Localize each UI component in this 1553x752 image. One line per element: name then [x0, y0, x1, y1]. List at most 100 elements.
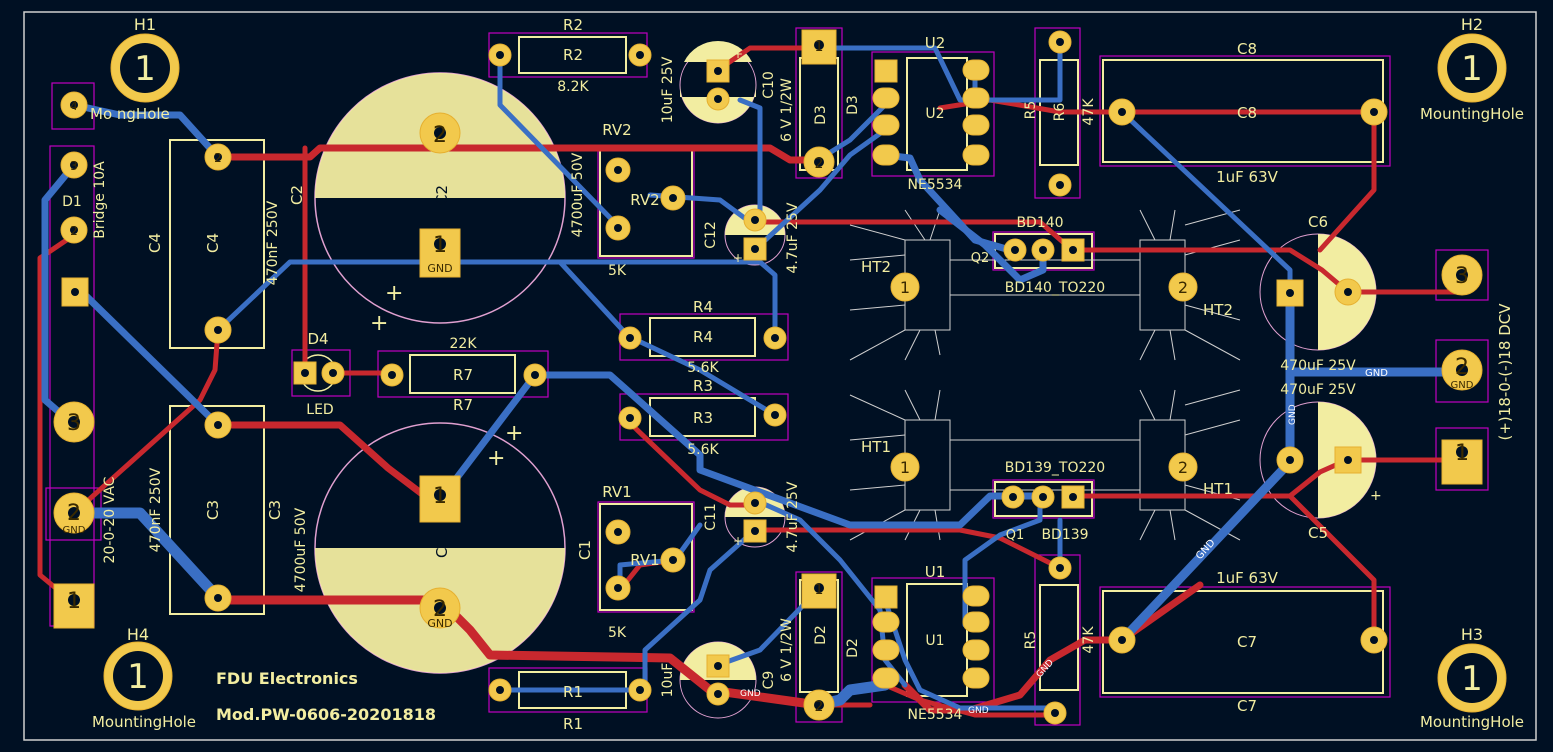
net-label-gnd-c9: GND — [740, 689, 761, 699]
input-pad-3: 3 — [67, 411, 81, 436]
mounting-hole-h4-label: MountingHole — [92, 713, 196, 731]
u1-value: NE5534 — [908, 707, 963, 723]
ht2-pad-2: 2 — [1178, 278, 1188, 297]
r6-ref: R6 — [1052, 103, 1068, 122]
c2-pad-2: 2 — [433, 123, 447, 148]
mounting-hole-h4[interactable]: 1 H4 MountingHole — [92, 625, 196, 731]
r1-body: R1 — [563, 683, 583, 701]
rv2-value: 5K — [608, 263, 627, 279]
d3-body: D3 — [813, 105, 829, 125]
input-pad-2: 2 — [67, 501, 81, 526]
input-pad-gnd: GND — [63, 525, 86, 536]
c5-value: 470uF 25V — [1280, 382, 1356, 398]
q1-ref: Q1 — [1006, 528, 1025, 543]
u2-value: NE5534 — [908, 177, 963, 193]
net-label-gnd-output: GND — [1365, 368, 1388, 379]
c5-plus-mark: + — [1370, 488, 1382, 504]
c3-ref: C3 — [266, 500, 284, 520]
r3-value: 5.6K — [687, 442, 719, 458]
c1-pad-2: 2 — [433, 597, 447, 622]
r7-ref: R7 — [453, 396, 473, 414]
r6-value: 47K — [1081, 98, 1097, 126]
c9-value: 10uF — [660, 663, 676, 698]
d2-body: D2 — [813, 625, 829, 645]
c1-value: 4700uF 50V — [293, 507, 309, 592]
c11-plus-mark: + — [733, 534, 743, 548]
d1-value: Bridge 10A — [92, 161, 108, 239]
c8-value: 1uF 63V — [1216, 168, 1279, 186]
d4-ref: D4 — [307, 330, 328, 348]
mounting-hole-h1-label: Mo ngHole — [90, 105, 170, 123]
output-pad-2: 2 — [1455, 355, 1469, 380]
output-pad-gnd: GND — [1451, 380, 1474, 391]
d4-value: LED — [306, 402, 333, 418]
r4-value: 5.6K — [687, 360, 719, 376]
mounting-hole-h2-ref: H2 — [1461, 15, 1483, 34]
d1-pad-3: 3 — [70, 159, 78, 173]
r5-value: 47K — [1081, 626, 1097, 654]
mounting-hole-h1-num: 1 — [134, 49, 156, 89]
r2-body: R2 — [563, 46, 583, 64]
c8-ref: C8 — [1237, 40, 1257, 58]
u1-ref: U1 — [925, 563, 946, 581]
mounting-hole-h3-label: MountingHole — [1420, 713, 1524, 731]
d2-pad-1: 1 — [815, 582, 824, 598]
net-label-gnd-c5: GND — [1288, 404, 1298, 425]
q2-ref: Q2 — [971, 251, 990, 266]
ht1-ref: HT1 — [861, 438, 891, 456]
c10-ref: C10 — [761, 71, 777, 99]
output-connector-label: (+)18-0-(-)18 DCV — [1496, 303, 1514, 441]
pads — [53, 29, 1483, 725]
output-pad-3: 3 — [1455, 264, 1469, 289]
mounting-hole-h1-ref: H1 — [134, 15, 156, 34]
ht1-pad-2: 2 — [1178, 458, 1188, 477]
r2-value: 8.2K — [557, 79, 589, 95]
q2-value: BD140 — [1016, 215, 1063, 231]
mounting-hole-h3-num: 1 — [1461, 659, 1483, 699]
r7-body: R7 — [453, 366, 473, 384]
mounting-hole-h3[interactable]: 1 H3 MountingHole — [1420, 625, 1524, 731]
c5-ref: C5 — [1308, 524, 1328, 542]
c4-body: C4 — [204, 233, 222, 253]
d1-pad-4: 4 — [70, 99, 78, 113]
c7-value: 1uF 63V — [1216, 569, 1279, 587]
board-outline — [23, 11, 1537, 741]
mounting-hole-h2-label: MountingHole — [1420, 105, 1524, 123]
r3-body: R3 — [693, 409, 713, 427]
mounting-hole-h4-ref: H4 — [127, 625, 149, 644]
r4-body: R4 — [693, 328, 713, 346]
ht1-body: HT1 — [1203, 480, 1233, 498]
c2-ref: C2 — [288, 185, 306, 205]
c7-body: C7 — [1237, 633, 1257, 651]
mounting-hole-h2[interactable]: 1 H2 MountingHole — [1420, 15, 1524, 123]
rv2-ref: RV2 — [602, 121, 631, 139]
c4-pad-2: 2 — [214, 151, 222, 165]
c9-ref: C9 — [761, 671, 777, 690]
ht2-pad-1: 1 — [900, 278, 910, 297]
r5-top-ref: R5 — [1023, 101, 1039, 120]
c1-body: C1 — [433, 538, 451, 558]
mounting-hole-h2-num: 1 — [1461, 49, 1483, 89]
c3-body: C3 — [204, 500, 222, 520]
c12-plus-mark: + — [733, 251, 743, 265]
c6-ref: C6 — [1308, 213, 1328, 231]
d2-ref: D2 — [845, 638, 861, 658]
r4-ref: R4 — [693, 298, 713, 316]
rv1-value: 5K — [608, 625, 627, 641]
mounting-hole-h3-ref: H3 — [1461, 625, 1483, 644]
net-label-gnd-u1: GND — [968, 706, 989, 716]
d3-pad-2: 2 — [815, 156, 824, 172]
mounting-hole-h1[interactable]: 1 H1 — [110, 15, 180, 103]
d1-ref: D1 — [62, 194, 82, 210]
c1-pad-gnd: GND — [427, 617, 452, 630]
ht1-pad-1: 1 — [900, 458, 910, 477]
c4-value: 470nF 250V — [265, 200, 281, 285]
q1-package: BD139_TO220 — [1005, 460, 1105, 476]
u1-body: U1 — [925, 633, 944, 649]
c1-pad-1: 1 — [433, 484, 447, 509]
c11-ref: C11 — [703, 503, 719, 531]
rv1-body: RV1 — [630, 551, 659, 569]
mounting-hole-h4-num: 1 — [127, 657, 149, 697]
d2-pad-2: 2 — [815, 699, 824, 715]
